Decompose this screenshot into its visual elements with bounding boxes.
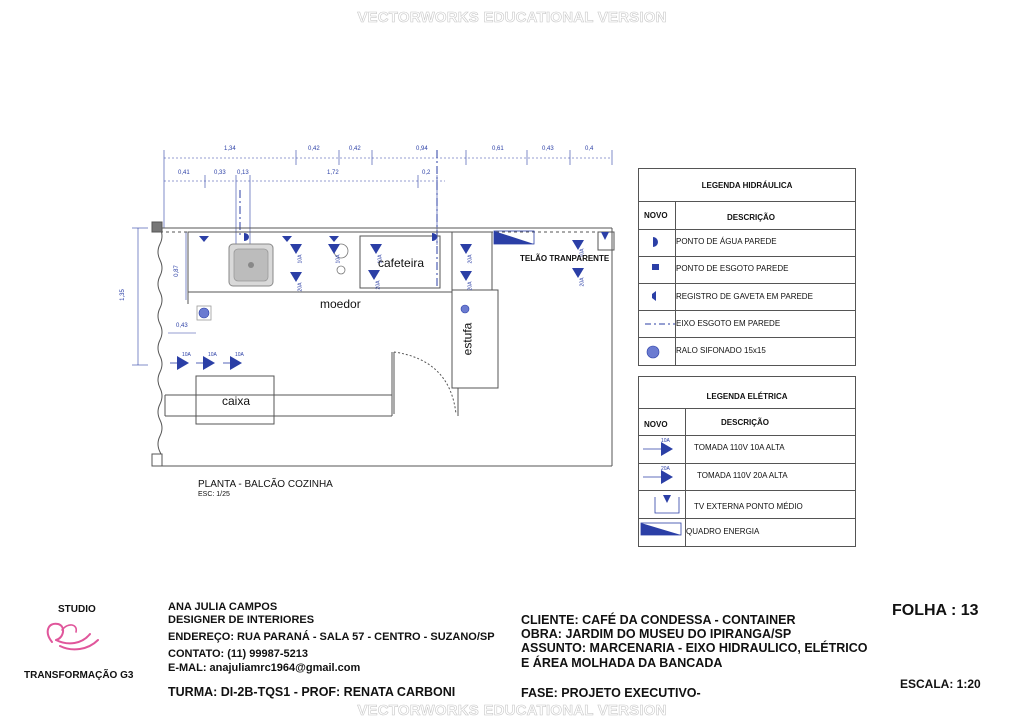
legend-hydraulic: LEGENDA HIDRÁULICA NOVO DESCRIÇÃO PONTO … xyxy=(638,168,856,366)
watermark-bottom: VECTORWORKS EDUCATIONAL VERSION xyxy=(357,702,667,720)
dim-second-5: 0,2 xyxy=(422,170,431,176)
divider xyxy=(639,490,855,491)
dim-top-1: 1,34 xyxy=(224,146,236,152)
contact: CONTATO: (11) 99987-5213 xyxy=(168,648,309,660)
dim-second-4: 1,72 xyxy=(327,170,339,176)
legend-electric-symbols xyxy=(640,442,682,536)
outlet-label: 10A xyxy=(235,352,244,358)
label-estufa: estufa xyxy=(460,322,475,356)
legend-electric-symbol-label: 20A xyxy=(661,466,670,472)
legend-electric-item: TOMADA 110V 10A ALTA xyxy=(694,443,785,452)
dim-top-7: 0,4 xyxy=(585,146,594,152)
sheet-number: FOLHA : 13 xyxy=(892,602,979,619)
divider xyxy=(639,310,855,311)
legend-hydraulic-item: PONTO DE ESGOTO PAREDE xyxy=(676,264,789,273)
legend-hydraulic-symbols xyxy=(645,237,675,359)
outlet-label: 20A xyxy=(297,282,304,292)
label-moedor: moedor xyxy=(320,297,361,311)
divider xyxy=(639,463,855,464)
dim-second-1: 0,41 xyxy=(178,170,190,176)
work-site: OBRA: JARDIM DO MUSEU DO IPIRANGA/SP xyxy=(521,627,792,641)
dim-top-4: 0,94 xyxy=(416,146,428,152)
dim-small-b: 0,43 xyxy=(176,323,188,329)
address: ENDEREÇO: RUA PARANÁ - SALA 57 - CENTRO … xyxy=(168,631,495,643)
legend-hydraulic-title: LEGENDA HIDRÁULICA xyxy=(701,181,793,190)
plan-title: PLANTA - BALCÃO COZINHA xyxy=(198,479,333,490)
outlet-label: 20A xyxy=(579,277,586,287)
legend-hydraulic-item: PONTO DE ÁGUA PAREDE xyxy=(676,237,777,246)
divider xyxy=(639,256,855,257)
legend-hydraulic-col-new: NOVO xyxy=(644,211,668,220)
dim-small-a: 0,87 xyxy=(173,265,180,277)
legend-hydraulic-item: EIXO ESGOTO EM PAREDE xyxy=(676,319,781,328)
legend-electric-item: QUADRO ENERGIA xyxy=(686,527,760,536)
dim-second-3: 0,13 xyxy=(237,170,249,176)
label-telao: TELÃO TRANPARENTE xyxy=(520,254,610,263)
studio-label: STUDIO xyxy=(58,604,96,615)
outlet-label: 10A xyxy=(182,352,191,358)
outlet-label: 10A xyxy=(208,352,217,358)
legend-hydraulic-item: REGISTRO DE GAVETA EM PAREDE xyxy=(676,292,813,301)
outlet-label: 20A xyxy=(467,281,474,291)
subject-line-1: ASSUNTO: MARCENARIA - EIXO HIDRAULICO, E… xyxy=(521,641,868,655)
floor-plan-drawing xyxy=(132,150,615,467)
plan-scale: ESC: 1/25 xyxy=(198,491,230,498)
divider xyxy=(639,518,855,519)
dim-top-6: 0,43 xyxy=(542,146,554,152)
outlet-label: 20A xyxy=(375,280,382,290)
client: CLIENTE: CAFÉ DA CONDESSA - CONTAINER xyxy=(521,613,796,627)
label-cafeteira: cafeteira xyxy=(378,256,425,270)
legend-electric: LEGENDA ELÉTRICA NOVO DESCRIÇÃO 10A 20A … xyxy=(638,376,856,547)
legend-electric-col-new: NOVO xyxy=(644,420,668,429)
legend-electric-col-desc: DESCRIÇÃO xyxy=(721,418,770,427)
legend-hydraulic-item: RALO SIFONADO 15x15 xyxy=(676,346,766,355)
designer-name: ANA JULIA CAMPOS xyxy=(168,601,278,613)
dim-left-height: 1,35 xyxy=(119,289,126,301)
divider xyxy=(639,435,855,436)
dim-top-3: 0,42 xyxy=(349,146,361,152)
divider xyxy=(685,408,686,546)
email: E-MAL: anajuliamrc1964@gmail.com xyxy=(168,662,361,674)
legend-electric-item: TOMADA 110V 20A ALTA xyxy=(697,471,788,480)
divider xyxy=(639,229,855,230)
dim-top-5: 0,61 xyxy=(492,146,504,152)
class-info: TURMA: DI-2B-TQS1 - PROF: RENATA CARBONI xyxy=(168,685,456,699)
divider xyxy=(639,337,855,338)
dim-second-2: 0,33 xyxy=(214,170,226,176)
studio-name: TRANSFORMAÇÃO G3 xyxy=(24,670,134,681)
legend-electric-symbol-label: 10A xyxy=(661,438,670,444)
designer-role: DESIGNER DE INTERIORES xyxy=(168,614,315,626)
label-caixa: caixa xyxy=(222,394,251,408)
watermark-top: VECTORWORKS EDUCATIONAL VERSION xyxy=(357,9,667,27)
drawing-scale: ESCALA: 1:20 xyxy=(900,677,981,691)
divider xyxy=(639,201,855,202)
dim-top-2: 0,42 xyxy=(308,146,320,152)
studio-logo-icon xyxy=(46,622,99,651)
outlet-label: 20A xyxy=(467,254,474,264)
legend-electric-item: TV EXTERNA PONTO MÉDIO xyxy=(694,502,803,511)
subject-line-2: E ÁREA MOLHADA DA BANCADA xyxy=(521,656,723,670)
legend-hydraulic-col-desc: DESCRIÇÃO xyxy=(727,213,776,222)
legend-electric-title: LEGENDA ELÉTRICA xyxy=(706,392,788,401)
divider xyxy=(639,408,855,409)
divider xyxy=(639,283,855,284)
outlet-label: 10A xyxy=(335,254,342,264)
outlet-label: 10A xyxy=(297,254,304,264)
project-phase: FASE: PROJETO EXECUTIVO- xyxy=(521,686,701,700)
divider xyxy=(675,201,676,365)
